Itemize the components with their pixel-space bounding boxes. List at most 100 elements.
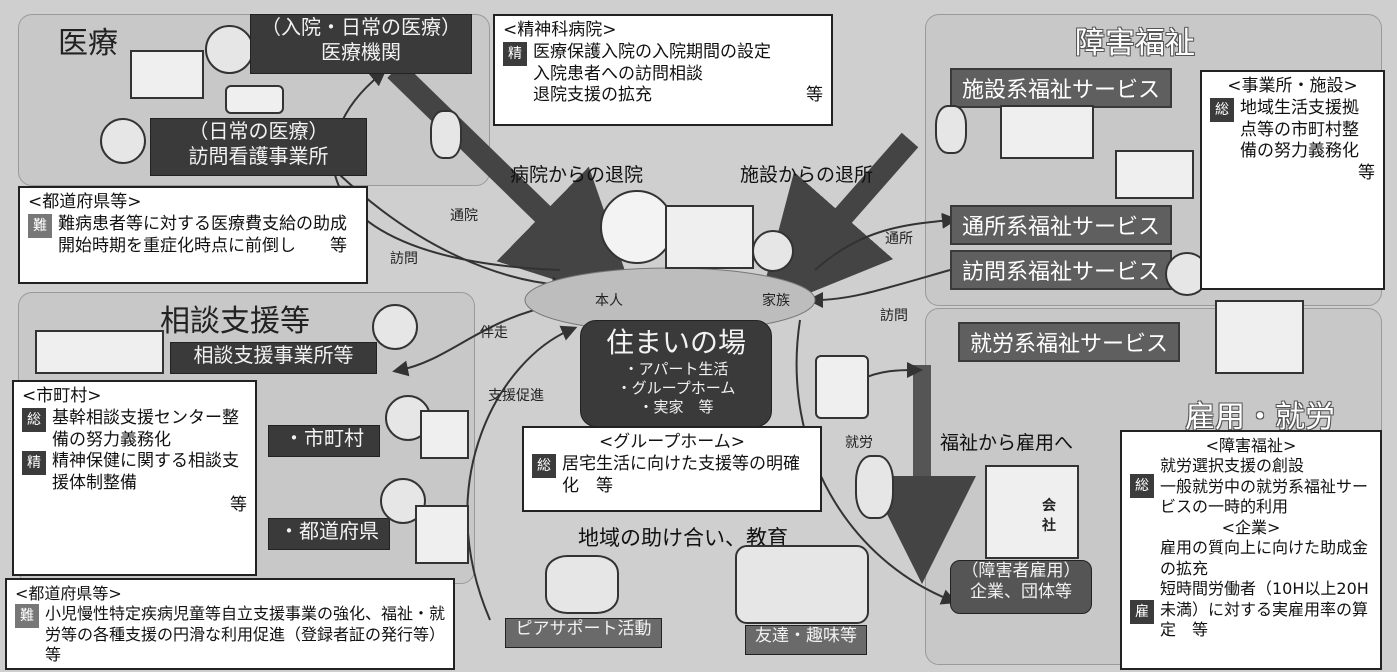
work-label: 就労: [845, 435, 873, 451]
emp-tag-2: 雇: [1130, 600, 1154, 625]
home-title: 住まいの場: [605, 326, 746, 359]
pref-top-text: 難病患者等に対する医療費支給の助成開始時期を重症化時点に前倒し: [58, 213, 347, 256]
psych-line-1: 医療保護入院の入院期間の設定: [533, 41, 771, 62]
pref-office-icon: [415, 505, 469, 564]
city-text-2: 精神保健に関する相談支援体制整備: [52, 451, 239, 493]
friends-box: 友達・趣味等: [745, 625, 867, 655]
tablet-icon: [815, 355, 869, 419]
facility-building-icon: [1000, 105, 1094, 159]
pref-note-top: <都道府県等> 難 難病患者等に対する医療費支給の助成開始時期を重症化時点に前倒…: [18, 186, 368, 284]
outpatient-label: 通院: [450, 208, 478, 224]
city-text-1: 基幹相談支援センター整備の努力義務化: [52, 407, 239, 450]
gh-tag: 総: [532, 453, 556, 478]
discharge-facility-label: 施設からの退所: [740, 164, 874, 186]
emp-row-2: 雇 雇用の質向上に向けた助成金の拡充 短時間労働者（10H以上20H未満）に対す…: [1130, 538, 1372, 640]
daycare-curve: [814, 212, 958, 271]
pref-bottom-text-wrap: 小児慢性特定疾病児童等自立支援事業の強化、福祉・就労等の各種支援の円滑な利用促進…: [45, 604, 445, 665]
nurse-icon: [100, 118, 146, 164]
visit-nurse-curve: [339, 174, 568, 293]
office-text: 地域生活支援拠点等の市町村整備の努力義務化: [1240, 97, 1359, 162]
gh-text-wrap: 居宅生活に向けた支援等の明確化 等: [562, 454, 812, 498]
accompany-label: 伴走: [480, 325, 508, 341]
emp-text-2a: 雇用の質向上に向けた助成金の拡充: [1160, 538, 1369, 578]
worker-icon: [855, 455, 894, 519]
psych-note-header: <精神科病院>: [503, 20, 617, 40]
home-box: 住まいの場 ・アパート生活 ・グループホーム ・実家 等: [580, 320, 772, 427]
facility-service-box: 施設系福祉サービス: [950, 68, 1173, 108]
pref-bottom-tag: 難: [15, 604, 39, 629]
emp-text-wrap-2: 雇用の質向上に向けた助成金の拡充 短時間労働者（10H以上20H未満）に対する実…: [1160, 538, 1372, 640]
emp-header-1: <障害福祉>: [1205, 436, 1297, 455]
city-tag-2: 精: [22, 451, 46, 476]
city-row-1: 総 基幹相談支援センター整備の努力義務化: [22, 407, 247, 452]
office-row: 総 地域生活支援拠点等の市町村整備の努力義務化: [1210, 97, 1375, 163]
family-label: 家族: [762, 293, 790, 309]
psych-line-3-text: 退院支援の拡充: [533, 85, 652, 106]
gh-text: 居宅生活に向けた支援等の明確化: [562, 453, 800, 496]
discharge-hospital-label: 病院からの退院: [510, 164, 644, 186]
consultant-icon: [372, 304, 418, 350]
employment-note: <障害福祉> 総 就労選択支援の創設 一般就労中の就労系福祉サービスの一時的利用…: [1120, 430, 1382, 670]
city-box: ・市町村: [268, 425, 380, 457]
support-promote-label: 支援促進: [488, 388, 544, 404]
walking-person-icon: [430, 110, 462, 159]
city-tag-1: 総: [22, 407, 46, 432]
daycare-label: 通所: [885, 231, 913, 247]
accompany-curve: [392, 304, 556, 377]
welfare-to-work-label: 福祉から雇用へ: [940, 432, 1074, 454]
emp-text-1a: 就労選択支援の創設: [1160, 456, 1305, 476]
pref-bottom-row: 難 小児慢性特定疾病児童等自立支援事業の強化、福祉・就労等の各種支援の円滑な利用…: [15, 604, 445, 665]
home-item-3: ・実家 等: [638, 397, 714, 416]
family-icon: [752, 230, 794, 272]
pref-box: ・都道府県: [268, 518, 390, 550]
medical-title: 医療: [58, 26, 118, 61]
pref-top-text-wrap: 難病患者等に対する医療費支給の助成開始時期を重症化時点に前倒し 等: [58, 214, 358, 258]
gh-header: <グループホーム>: [599, 432, 745, 452]
home-item-1: ・アパート生活: [623, 360, 729, 378]
pref-bottom-text: 小児慢性特定疾病児童等自立支援事業の強化、福祉・就労等の各種支援の円滑な利用促進…: [45, 604, 446, 644]
consult-building-icon: [35, 330, 164, 374]
emp-header-2: <企業>: [1221, 517, 1281, 537]
doctor-icon: [205, 25, 254, 74]
ambulance-icon: [225, 85, 284, 114]
psych-tag: 精: [503, 41, 527, 66]
emp-suffix: 等: [1192, 620, 1209, 640]
psych-hospital-note: <精神科病院> 精 医療保護入院の入院期間の設定 入院患者への訪問相談 退院支援…: [493, 14, 833, 126]
company-building-icon: [985, 465, 1079, 559]
pref-top-suffix: 等: [330, 235, 347, 256]
emp-text-1b: 一般就労中の就労系福祉サービスの一時的利用: [1160, 476, 1369, 517]
nursing-box: （日常の医療） 訪問看護事業所: [150, 118, 367, 176]
pref-bottom-suffix: 等: [45, 645, 62, 665]
home-house-icon: [665, 205, 754, 269]
psych-line-3: 退院支援の拡充 等: [533, 85, 823, 107]
psych-note-lines: 医療保護入院の入院期間の設定 入院患者への訪問相談 退院支援の拡充 等: [533, 42, 823, 107]
walking-person-icon-2: [935, 105, 967, 154]
psych-note-row: 精 医療保護入院の入院期間の設定 入院患者への訪問相談 退院支援の拡充 等: [503, 41, 823, 107]
self-label: 本人: [595, 293, 623, 309]
emp-text-2b: 短時間労働者（10H以上20H未満）に対する実雇用率の算定: [1160, 579, 1369, 640]
office-header: <事業所・施設>: [1227, 76, 1358, 96]
visit-label-1: 訪問: [390, 251, 418, 267]
company-sign: 会社: [1042, 498, 1056, 534]
pref-top-tag: 難: [28, 213, 52, 238]
work-facility-icon: [1215, 300, 1304, 374]
daycare-service-box: 通所系福祉サービス: [950, 205, 1173, 245]
psych-line-2: 入院患者への訪問相談: [533, 63, 703, 84]
gh-suffix: 等: [596, 475, 613, 496]
city-suffix: 等: [230, 494, 247, 515]
pref-top-row: 難 難病患者等に対する医療費支給の助成開始時期を重症化時点に前倒し 等: [28, 213, 358, 258]
work-service-box: 就労系福祉サービス: [958, 322, 1181, 362]
employment-title: 雇用・就労: [1185, 400, 1335, 435]
visit-label-2: 訪問: [880, 308, 908, 324]
city-header: <市町村>: [22, 386, 102, 406]
city-hall-icon: [420, 410, 469, 459]
peer-box: ピアサポート活動: [505, 618, 662, 648]
emp-row-1: 総 就労選択支援の創設 一般就労中の就労系福祉サービスの一時的利用: [1130, 456, 1372, 517]
emp-tag-1: 総: [1130, 474, 1154, 499]
hospital-box: （入院・日常の医療） 医療機関: [250, 14, 472, 74]
psych-suffix: 等: [806, 85, 823, 106]
gh-row: 総 居宅生活に向けた支援等の明確化 等: [532, 453, 812, 498]
consult-office-box: 相談支援事業所等: [170, 342, 377, 374]
hospital-discharge-arrow: [387, 62, 638, 307]
